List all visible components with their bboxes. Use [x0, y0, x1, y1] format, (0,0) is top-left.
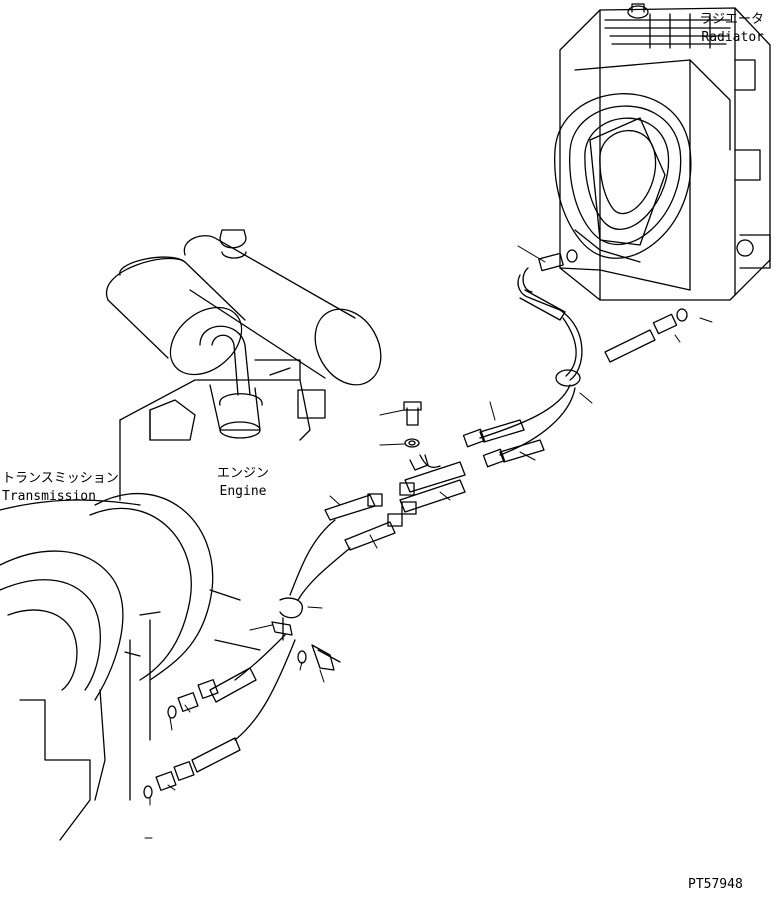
engine-label-en: Engine [219, 484, 267, 499]
radiator-label-en: Radiator [701, 30, 764, 45]
hose-assembly [144, 250, 687, 798]
transmission-label-en: Transmission [2, 489, 96, 504]
transmission [0, 494, 260, 840]
engine-label-jp: エンジン [216, 466, 269, 481]
drawing-code: PT57948 [688, 877, 743, 892]
leader-lines [145, 246, 712, 838]
transmission-label-jp: トランスミッション [2, 471, 119, 486]
radiator [555, 4, 770, 300]
radiator-label-jp: ラジエータ [699, 12, 764, 27]
engine [106, 230, 393, 500]
